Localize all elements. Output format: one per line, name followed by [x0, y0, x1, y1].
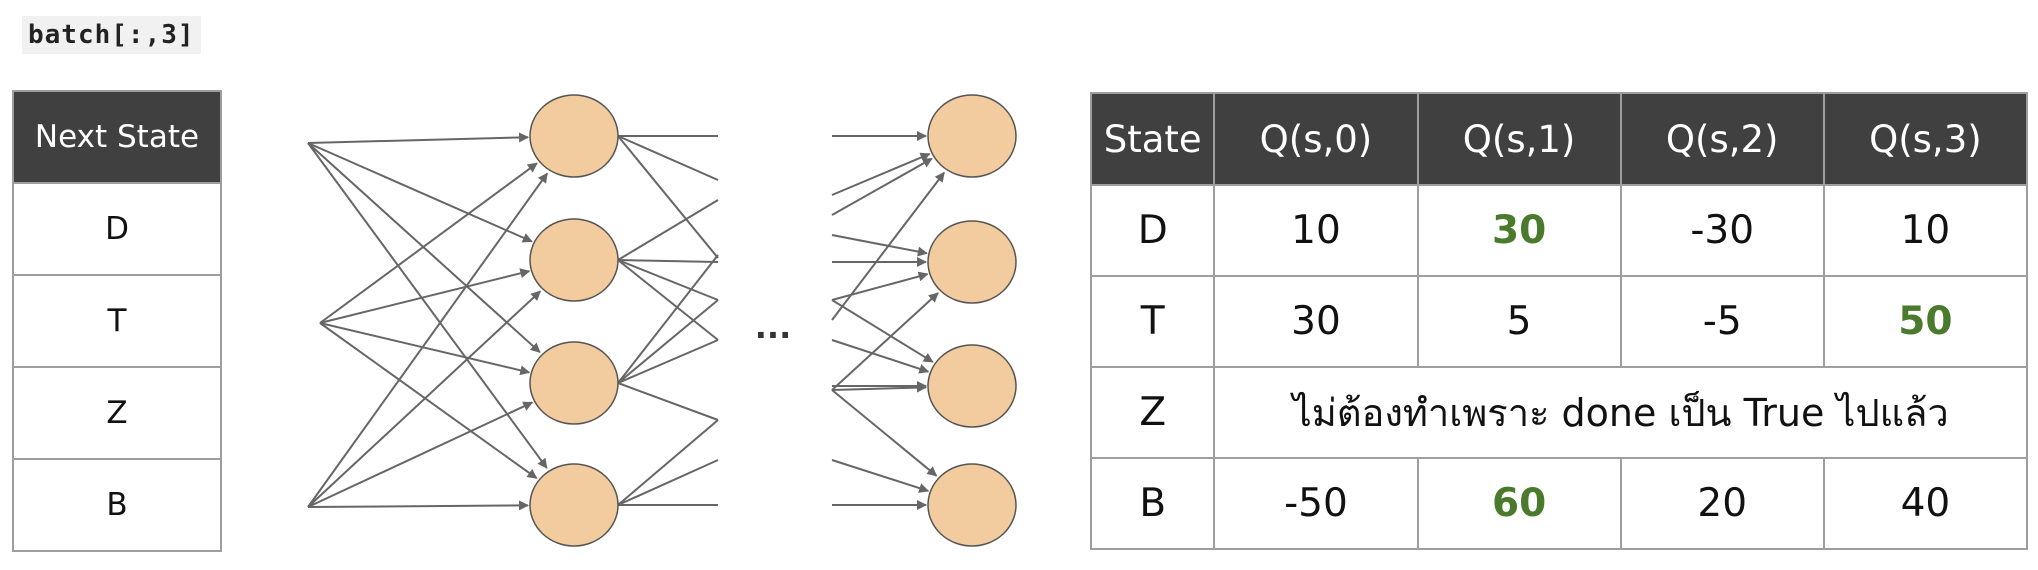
network-edge	[307, 500, 530, 511]
q-header: Q(s,1)	[1416, 92, 1622, 186]
state-cell: Z	[1089, 366, 1216, 459]
q-value-cell-max: 30	[1416, 184, 1622, 277]
q-value-cell: 5	[1416, 275, 1622, 368]
network-node	[529, 341, 619, 425]
next-state-table: Next State D T Z B	[12, 90, 222, 552]
done-note-cell: ไม่ต้องทำเพราะ done เป็น True ไปแล้ว	[1213, 366, 2028, 459]
network-edge	[617, 135, 719, 181]
network-edge	[319, 322, 531, 376]
network-edge	[617, 459, 719, 506]
network-edge	[831, 157, 933, 216]
network-node	[529, 94, 619, 178]
network-edge	[319, 162, 538, 324]
network-edge	[319, 322, 538, 480]
state-cell: B	[1089, 457, 1216, 550]
state-header: State	[1089, 92, 1216, 186]
q-value-cell: 10	[1822, 184, 2029, 277]
next-state-cell: Z	[12, 366, 222, 460]
network-edge	[831, 152, 931, 196]
network-edge	[831, 389, 938, 477]
q-value-cell: -50	[1213, 457, 1419, 550]
state-cell: D	[1089, 184, 1216, 277]
table-row: B -50 60 20 40	[1089, 457, 2029, 550]
q-value-cell-max: 50	[1822, 275, 2029, 368]
next-state-cell: T	[12, 274, 222, 368]
q-value-cell: 10	[1213, 184, 1419, 277]
q-value-cell: 20	[1619, 457, 1825, 550]
network-node	[529, 463, 619, 547]
q-value-cell: 40	[1822, 457, 2029, 550]
network-edge	[617, 135, 719, 259]
q-value-cell: -30	[1619, 184, 1825, 277]
network-edge	[307, 142, 533, 243]
next-state-cell: D	[12, 182, 222, 276]
q-value-cell-max: 60	[1416, 457, 1622, 550]
network-node	[927, 220, 1017, 304]
q-value-table: State Q(s,0) Q(s,1) Q(s,2) Q(s,3) D 10 3…	[1089, 92, 2029, 550]
network-edge	[617, 419, 719, 506]
network-edge	[831, 234, 928, 257]
network-edge	[831, 339, 930, 374]
network-edge	[307, 401, 534, 508]
network-edge	[617, 299, 719, 384]
q-header: Q(s,0)	[1213, 92, 1419, 186]
network-edge	[617, 259, 719, 341]
network-edge	[617, 259, 719, 263]
q-header: Q(s,3)	[1822, 92, 2029, 186]
network-edge	[617, 254, 719, 384]
next-state-cell: B	[12, 458, 222, 552]
next-state-header: Next State	[12, 90, 222, 184]
network-edge	[307, 290, 542, 508]
network-edge	[307, 132, 530, 144]
network-nodes	[529, 94, 1017, 547]
network-edge	[831, 292, 939, 391]
network-edge	[831, 299, 934, 363]
code-label: batch[:,3]	[22, 16, 201, 54]
q-value-cell: 30	[1213, 275, 1419, 368]
network-edge	[617, 259, 719, 301]
network-edges	[307, 131, 945, 511]
network-edge	[617, 199, 719, 261]
network-node	[927, 463, 1017, 547]
network-node	[927, 94, 1017, 178]
table-row: Z ไม่ต้องทำเพราะ done เป็น True ไปแล้ว	[1089, 366, 2028, 459]
network-edge	[831, 382, 928, 393]
network-node	[927, 344, 1017, 428]
layer-ellipsis: ...	[755, 308, 791, 346]
network-edge	[831, 459, 930, 493]
q-value-cell: -5	[1619, 275, 1825, 368]
network-edge	[307, 172, 549, 508]
network-edge	[831, 271, 929, 301]
network-node	[529, 218, 619, 302]
network-edge	[617, 339, 719, 384]
q-header: Q(s,2)	[1619, 92, 1825, 186]
neural-network-diagram: ...	[307, 94, 1017, 547]
network-edge	[319, 268, 531, 324]
state-cell: T	[1089, 275, 1216, 368]
table-row: T 30 5 -5 50	[1089, 275, 2029, 368]
table-row: D 10 30 -30 10	[1089, 184, 2029, 277]
network-edge	[617, 382, 719, 421]
